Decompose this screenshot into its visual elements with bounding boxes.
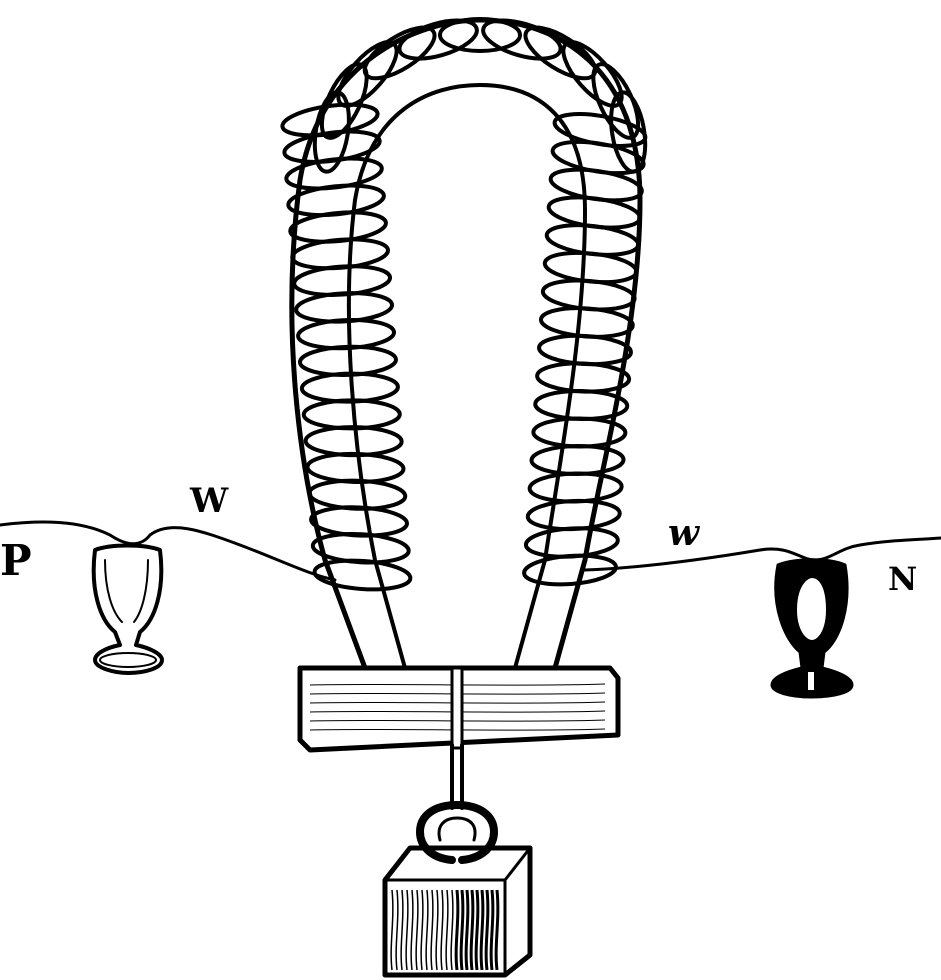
coil-turn [397,18,479,61]
coil-turn [481,18,563,61]
cup-right [770,558,854,699]
coil-turn [525,498,622,532]
coil-left-windings [280,102,413,592]
wire-left [0,520,337,582]
coil-right-windings [522,112,648,587]
label-n: N [888,560,917,598]
label-w-upper: W [189,481,229,521]
label-w-lower: w [668,512,701,554]
label-p: P [0,536,32,585]
coil-turn [527,471,624,504]
horseshoe-electromagnet-icon [280,17,648,671]
coil-turn [312,558,413,592]
coil-top-windings [312,17,648,174]
hook-rod [416,743,498,864]
cup-left [91,543,164,675]
armature-bar-icon [297,665,621,753]
coil-turn [319,62,369,140]
coil-turn [362,25,437,81]
weight-block-icon [382,845,533,978]
coil-turn [537,333,633,367]
coil-turn [609,90,648,174]
coil-turn [438,17,522,53]
coil-turn [535,361,632,394]
coil-turn [336,40,399,108]
coil-turn [305,451,406,484]
coil-turn [529,443,626,477]
